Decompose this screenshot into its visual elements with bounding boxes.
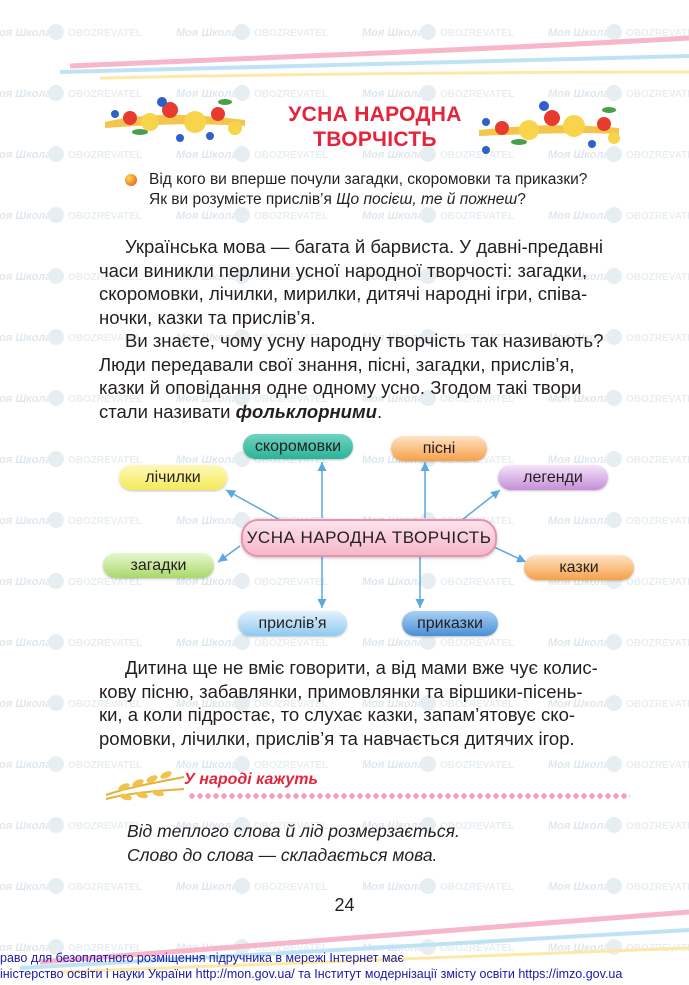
flower-ornament-left xyxy=(105,97,245,142)
footer-line-2: іністерство освіти і науки України http:… xyxy=(0,967,623,981)
node-prykazky: приказки xyxy=(402,611,498,636)
question-block: Від кого ви вперше почули загадки, скоро… xyxy=(149,170,649,210)
question-line-2: Як ви розумієте прислів’я Що посієш, те … xyxy=(149,191,526,208)
paragraph-2: Ви знаєте, чому усну народну творчість т… xyxy=(99,330,604,422)
node-pisni: пісні xyxy=(391,436,487,461)
node-legendy: легенди xyxy=(498,465,608,490)
page-number: 24 xyxy=(334,895,355,915)
node-kazky: казки xyxy=(524,555,634,580)
dotted-divider xyxy=(188,791,630,801)
paragraph-1: Українська мова — багата й барвиста. У д… xyxy=(99,236,604,328)
node-zagadky: загадки xyxy=(103,553,214,578)
proverb-quote: Що посієш, те й пожнеш xyxy=(336,191,518,208)
flower-ornament-right xyxy=(479,101,620,154)
wheat-icon xyxy=(105,771,185,801)
page-title: УСНА НАРОДНА ТВОРЧІСТЬ xyxy=(240,102,510,152)
term-folklore: фольклорними xyxy=(235,400,377,422)
question-line-1: Від кого ви вперше почули загадки, скоро… xyxy=(149,171,588,188)
node-lichylky: лічилки xyxy=(119,465,227,490)
title-line-2: ТВОРЧІСТЬ xyxy=(313,128,437,151)
node-skoromovky: скоромовки xyxy=(243,434,353,459)
saying-heading: У народі кажуть xyxy=(184,771,318,788)
paragraph-3: Дитина ще не вміє говорити, а від мами в… xyxy=(99,657,598,749)
proverb-1: Від теплого слова й лід розмерзається. xyxy=(127,821,460,841)
title-line-1: УСНА НАРОДНА xyxy=(288,103,462,126)
footer-line-1: раво для безоплатного розміщення підручн… xyxy=(0,951,404,965)
node-prysliv: прислів’я xyxy=(238,611,347,636)
bullet-icon xyxy=(125,174,137,186)
mindmap-center: УСНА НАРОДНА ТВОРЧІСТЬ xyxy=(241,519,497,557)
proverb-2: Слово до слова — складається мова. xyxy=(127,845,438,865)
